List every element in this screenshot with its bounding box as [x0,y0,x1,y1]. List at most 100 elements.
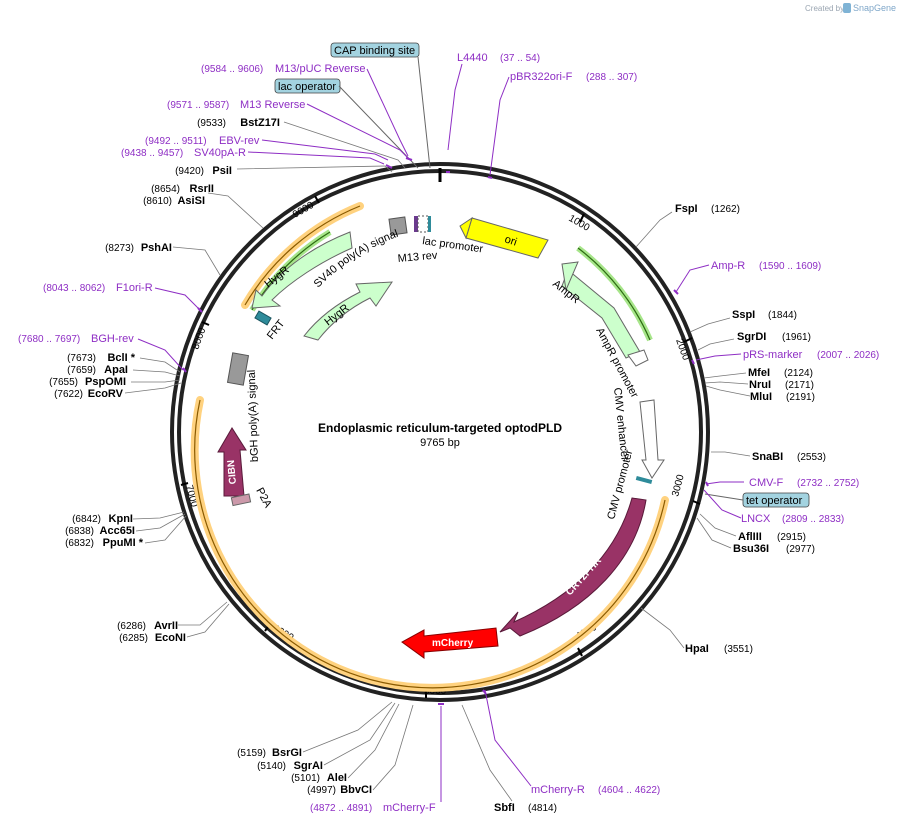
plasmid-name: Endoplasmic reticulum-targeted optodPLD [318,421,562,435]
primer-range: (4604 .. 4622) [598,785,660,796]
primer-name: F1ori-R [116,282,153,294]
enzyme-position: (2171) [785,380,814,391]
enzyme-position: (1844) [768,310,797,321]
primer-range: (288 .. 307) [586,72,637,83]
enzyme-position: (6842) [72,514,101,525]
brand-text: SnapGene [853,3,896,13]
enzyme-position: (5159) [237,748,266,759]
tick-label-2000: 2000 [673,337,691,362]
snapgene-logo [843,3,851,13]
enzyme-position: (7659) [67,365,96,376]
enzyme-name: MluI [750,391,772,403]
enzyme-name: BclI * [107,352,135,364]
svg-text:lac operator: lac operator [278,81,336,93]
primer-range: (9492 .. 9511) [145,136,207,147]
feature-frt[interactable] [254,310,272,326]
credit-text: Created by [805,4,844,13]
enzyme-position: (8610) [143,196,172,207]
primer-site-marks [182,157,709,705]
feature-lac-promoter-box[interactable] [414,215,431,233]
primer-name: EBV-rev [219,135,260,147]
feature-label-cibn: CIBN [226,459,239,484]
feature-mcherry[interactable]: mCherry [401,627,499,659]
feature-label-ori: ori [503,233,518,248]
feature-p2a[interactable] [230,493,252,507]
enzyme-name: PsiI [212,165,232,177]
primer-name: CMV-F [749,477,784,489]
enzyme-name: MfeI [748,367,770,379]
feature-label-bgh: bGH poly(A) signal [246,370,261,463]
enzyme-name: PshAI [141,242,172,254]
enzyme-name: Acc65I [100,525,135,537]
primer-range: (2809 .. 2833) [782,514,844,525]
enzyme-position: (6286) [117,621,146,632]
right-enzyme-labels: FspI (1262) SspI (1844) SgrDI (1961) Mfe… [494,203,826,814]
enzyme-name: EcoNI [155,632,186,644]
primer-name: M13 Reverse [240,99,305,111]
enzyme-name: NruI [749,379,771,391]
primer-name: SV40pA-R [194,147,246,159]
feature-cibn[interactable]: CIBN [217,427,247,497]
svg-text:CAP binding site: CAP binding site [334,45,415,57]
plasmid-length: 9765 bp [420,437,460,449]
primer-name: Amp-R [711,260,745,272]
enzyme-name: ApaI [104,364,128,376]
primer-range: (1590 .. 1609) [759,261,821,272]
enzyme-name: FspI [675,203,698,215]
feature-tet-operator-mark [635,475,653,485]
tick-marks [180,195,701,698]
primer-range: (2007 .. 2026) [817,350,879,361]
enzyme-position: (4814) [528,803,557,814]
enzyme-name: PspOMI [85,376,126,388]
enzyme-name: SbfI [494,802,515,814]
enzyme-position: (7655) [49,377,78,388]
primer-range: (9438 .. 9457) [121,148,183,159]
feature-sv40-polya-box[interactable] [388,216,408,236]
enzyme-position: (4997) [307,785,336,796]
primer-leader-lines [137,63,744,802]
right-primer-labels: L4440 (37 .. 54) pBR322ori-F (288 .. 307… [457,52,879,796]
enzyme-name: BbvCI [340,784,372,796]
primer-name: M13/pUC Reverse [275,63,365,75]
enzyme-position: (9533) [197,118,226,129]
feature-label-m13rev: M13 rev [397,250,438,265]
enzyme-position: (2191) [786,392,815,403]
tet-operator-label[interactable]: tet operator [704,492,810,508]
primer-name: mCherry-F [383,802,436,814]
enzyme-position: (8273) [105,243,134,254]
enzyme-name: BstZ17I [240,117,280,129]
enzyme-position: (2915) [777,532,806,543]
enzyme-name: PpuMI * [103,537,144,549]
enzyme-name: SnaBI [752,451,783,463]
feature-ampr-promoter[interactable] [627,349,649,367]
enzyme-position: (2124) [784,368,813,379]
feature-cmv-enhancer[interactable] [639,399,665,479]
enzyme-position: (5101) [291,773,320,784]
primer-name: pRS-marker [743,349,803,361]
enzyme-position: (6285) [119,633,148,644]
feature-bgh-polya[interactable] [226,352,250,386]
enzyme-name: SgrAI [294,760,323,772]
feature-ori[interactable]: ori [459,216,549,259]
enzyme-position: (3551) [724,644,753,655]
enzyme-position: (6832) [65,538,94,549]
enzyme-name: EcoRV [88,388,124,400]
enzyme-name: AflIII [738,531,762,543]
enzyme-position: (6838) [65,526,94,537]
primer-name: L4440 [457,52,488,64]
backbone [170,162,710,702]
primer-range: (9571 .. 9587) [167,100,229,111]
enzyme-name: AvrII [154,620,178,632]
primer-name: LNCX [741,513,771,525]
cap-binding-site-label[interactable]: CAP binding site [330,42,431,169]
enzyme-name: AsiSI [177,195,205,207]
primer-range: (8043 .. 8062) [43,283,105,294]
enzyme-leader-lines [124,121,751,802]
feature-ampr[interactable]: AmpR [550,261,641,359]
feature-label-p2a: P2A [253,486,274,511]
enzyme-name: BsrGI [272,747,302,759]
enzyme-position: (1961) [782,332,811,343]
feature-hygr-2[interactable]: HygR [303,281,393,341]
enzyme-position: (5140) [257,761,286,772]
